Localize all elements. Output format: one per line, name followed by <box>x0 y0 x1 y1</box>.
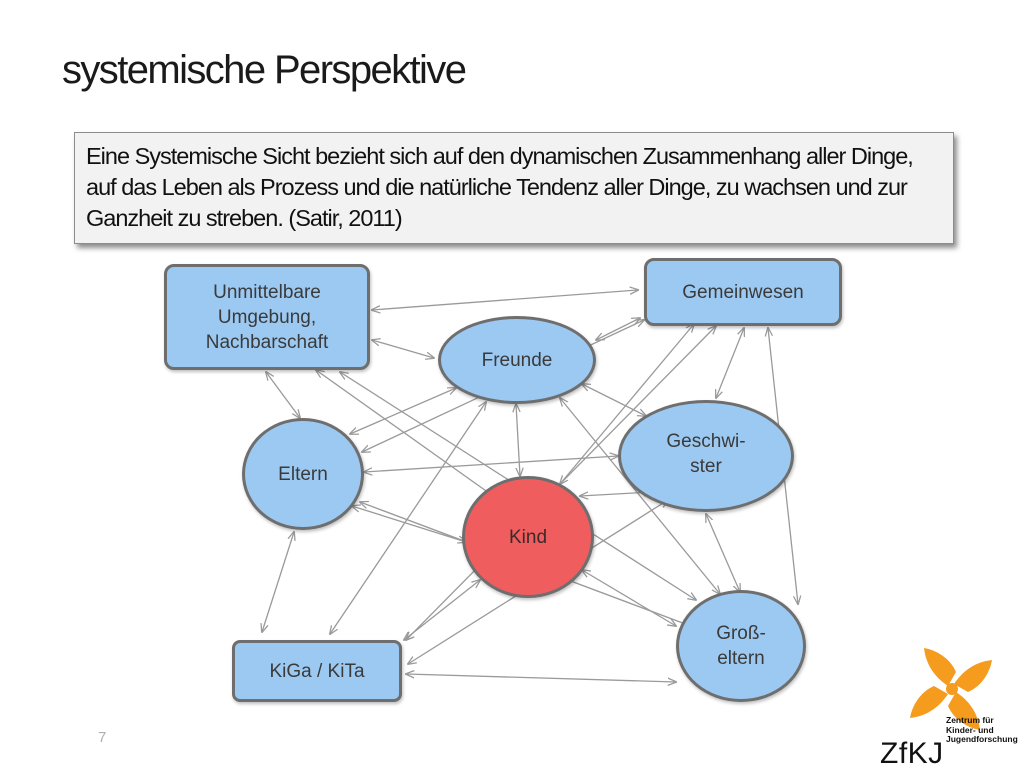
logo-subtitle: Zentrum für Kinder- und Jugendforschung <box>946 715 1018 744</box>
arrow-umgebung-eltern <box>266 372 300 418</box>
arrow-kiga-grosseltern <box>406 674 676 682</box>
arrow-eltern-kiga <box>262 532 294 632</box>
slide-title: systemische Perspektive <box>62 48 467 92</box>
node-eltern: Eltern <box>242 418 364 530</box>
zfkj-logo-icon <box>910 648 992 730</box>
node-geschwister: Geschwi- ster <box>618 400 794 512</box>
arrow-freunde-kind <box>516 404 520 476</box>
arrow-eltern-kind <box>352 506 466 542</box>
quote-box: Eine Systemische Sicht bezieht sich auf … <box>74 132 954 244</box>
arrow-freunde-eltern <box>350 388 456 434</box>
arrow-freunde-geschwister <box>582 384 646 416</box>
arrow-geschwister-grosseltern <box>706 514 740 592</box>
node-umgebung: Unmittelbare Umgebung, Nachbarschaft <box>164 264 370 370</box>
arrow-gemeinwesen-geschwister <box>716 328 744 398</box>
arrow-umgebung-gemeinwesen <box>372 290 638 310</box>
arrow-umgebung-freunde <box>372 340 434 358</box>
node-gemeinwesen: Gemeinwesen <box>644 258 842 326</box>
logo-mark: ZfKJ <box>880 737 944 770</box>
page-number: 7 <box>98 729 107 746</box>
arrow-geschwister-eltern <box>364 456 618 472</box>
node-freunde: Freunde <box>438 316 596 404</box>
arrow-gemeinwesen-freunde <box>596 318 640 340</box>
arrow-kind-grosseltern <box>582 570 676 626</box>
node-kind: Kind <box>462 476 594 598</box>
arrow-freunde-kiga <box>330 402 486 634</box>
arrow-kind-kiga <box>404 580 480 640</box>
node-kiga: KiGa / KiTa <box>232 640 402 702</box>
node-grosseltern: Groß- eltern <box>676 590 806 702</box>
